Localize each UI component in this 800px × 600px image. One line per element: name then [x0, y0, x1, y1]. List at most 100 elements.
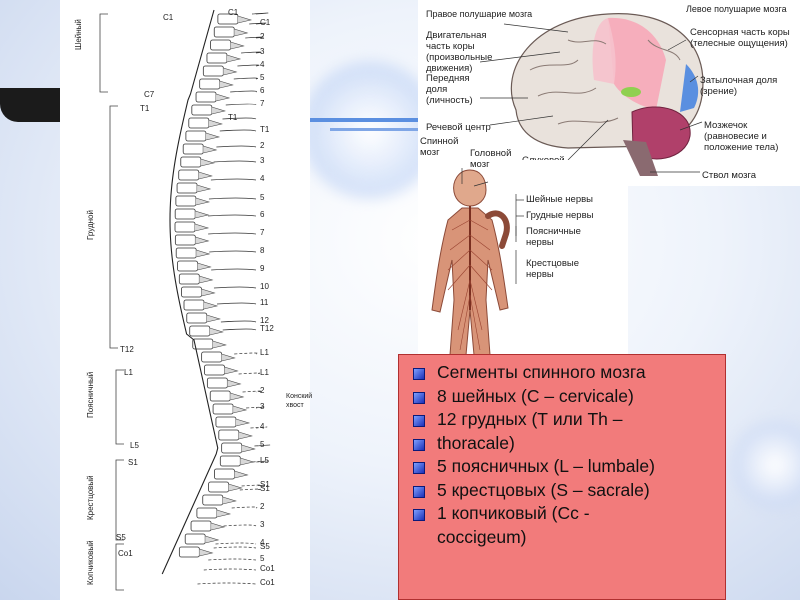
spinal-nerve-label: 7 [260, 99, 265, 108]
spinal-nerve-label: 7 [260, 228, 265, 237]
vertebra [195, 91, 217, 103]
spinal-nerve-label: L5 [260, 456, 269, 465]
vertebra [215, 416, 237, 428]
spinal-nerve-line [237, 64, 260, 67]
nervous-system-figure-panel: Спинной мозг Головной мозг Шейные нервы … [418, 136, 628, 360]
vertebra-label: C7 [144, 90, 155, 99]
vertebra [210, 39, 232, 51]
body-illustration [431, 168, 524, 356]
spinal-nerve-label: 6 [260, 86, 265, 95]
vertebra-process [216, 509, 232, 518]
vertebra [189, 325, 211, 337]
label-cerebellum: Мозжечок (равновесие и положение тела) [704, 120, 779, 153]
square-bullet-icon [413, 391, 425, 404]
vertebra-process [196, 184, 212, 193]
vertebra [181, 286, 202, 298]
spinal-nerve-line [230, 90, 257, 93]
label-sacral-nerves: Крестцовые нервы [526, 258, 579, 280]
cauda-equina-label: Конский хвост [286, 393, 313, 409]
vertebra [177, 260, 198, 272]
region-label-cervical: Шейный [74, 19, 83, 50]
square-bullet-icon [413, 462, 425, 474]
region-label-thoracic: Грудной [86, 210, 95, 240]
spinal-nerve-label: 5 [260, 73, 265, 82]
vertebra-process [210, 522, 226, 531]
spinal-nerve-line [233, 77, 258, 80]
list-item: 5 поясничных (L – lumbale) [411, 455, 725, 479]
vertebra [186, 312, 208, 324]
region-bracket [99, 13, 108, 93]
list-item: 1 копчиковый (Сс - [411, 502, 725, 526]
spinal-nerve-label: L1 [260, 368, 269, 377]
vertebra [182, 143, 204, 155]
accent-line [310, 118, 418, 122]
spinal-nerve-line [213, 160, 257, 163]
vertebra-process [198, 171, 213, 180]
label-left-hemisphere: Левое полушарие мозга [686, 4, 787, 14]
vertebra [209, 390, 231, 402]
spine-diagram-panel: Шейный Грудной Поясничный Крестцовый Коп… [60, 0, 313, 600]
spinal-nerve-line [222, 328, 257, 331]
vertebra-process [226, 54, 242, 63]
vertebra [185, 130, 207, 142]
spinal-nerve-label: 2 [260, 141, 265, 150]
vertebra-process [215, 93, 231, 102]
spinal-nerve-label: 5 [260, 554, 265, 563]
vertebra [178, 546, 200, 558]
vertebra-label: T1 [140, 104, 150, 113]
list-item-continuation: coccigeum) [437, 526, 527, 547]
vertebra-process [223, 67, 238, 76]
spinal-nerve-label: 9 [260, 264, 265, 273]
vertebra [176, 182, 198, 194]
vertebra [175, 247, 197, 259]
vertebra [221, 442, 243, 454]
vertebra [208, 481, 230, 493]
vertebra-process [212, 340, 227, 349]
spinal-nerve-line [222, 117, 257, 120]
spinal-nerve-line [213, 546, 257, 549]
vertebra-process [201, 288, 216, 297]
region-label-lumbar: Поясничный [86, 371, 95, 418]
spinal-nerve-line [254, 444, 271, 447]
region-bracket [115, 543, 124, 591]
list-item-continuation: thoracale) [411, 432, 725, 456]
spinal-segments-callout: Сегменты спинного мозга 8 шейных (С – ce… [398, 354, 726, 600]
spinal-nerve-label: 8 [260, 246, 265, 255]
spinal-nerve-label: S1 [260, 480, 270, 489]
vertebra-label: Co1 [118, 549, 133, 558]
vertebra-process [209, 327, 224, 336]
spinal-nerve-line [219, 129, 257, 132]
spinal-nerve-line [251, 12, 269, 15]
vertebra [206, 52, 228, 64]
vertebra-process [206, 314, 221, 323]
spinal-nerve-line [223, 524, 257, 527]
vertebra-process [221, 353, 236, 362]
spinal-nerve-label: 4 [260, 60, 265, 69]
vertebra [206, 377, 228, 389]
background-glow [730, 420, 800, 510]
spinal-nerve-label: C1 [228, 8, 239, 17]
vertebra-process [203, 301, 219, 310]
vertebra-process [230, 392, 245, 401]
spinal-nerve-line [220, 320, 257, 323]
vertebra-process [235, 418, 251, 427]
vertebra [196, 507, 218, 519]
vertebra-label: S5 [116, 533, 126, 542]
spinal-nerve-label: Co1 [260, 578, 275, 587]
spinal-nerve-line [216, 302, 257, 305]
square-bullet-icon [413, 509, 425, 521]
vertebra-process [224, 366, 239, 375]
brain-diagram-panel: Правое полушарие мозга Левое полушарие м… [418, 0, 800, 186]
vertebra-process [196, 249, 211, 258]
vertebra [219, 455, 241, 467]
spinal-nerve-label: Co1 [260, 564, 275, 573]
spinal-nerve-label: 2 [260, 386, 265, 395]
vertebra-process [238, 431, 253, 440]
spinal-nerve-line [208, 558, 257, 561]
spinal-nerve-line [208, 232, 257, 235]
vertebra [190, 520, 212, 532]
vertebra [184, 533, 206, 545]
spinal-nerve-label: T12 [260, 324, 274, 333]
vertebra-process [241, 444, 256, 453]
spinal-nerve-label: S5 [260, 542, 270, 551]
